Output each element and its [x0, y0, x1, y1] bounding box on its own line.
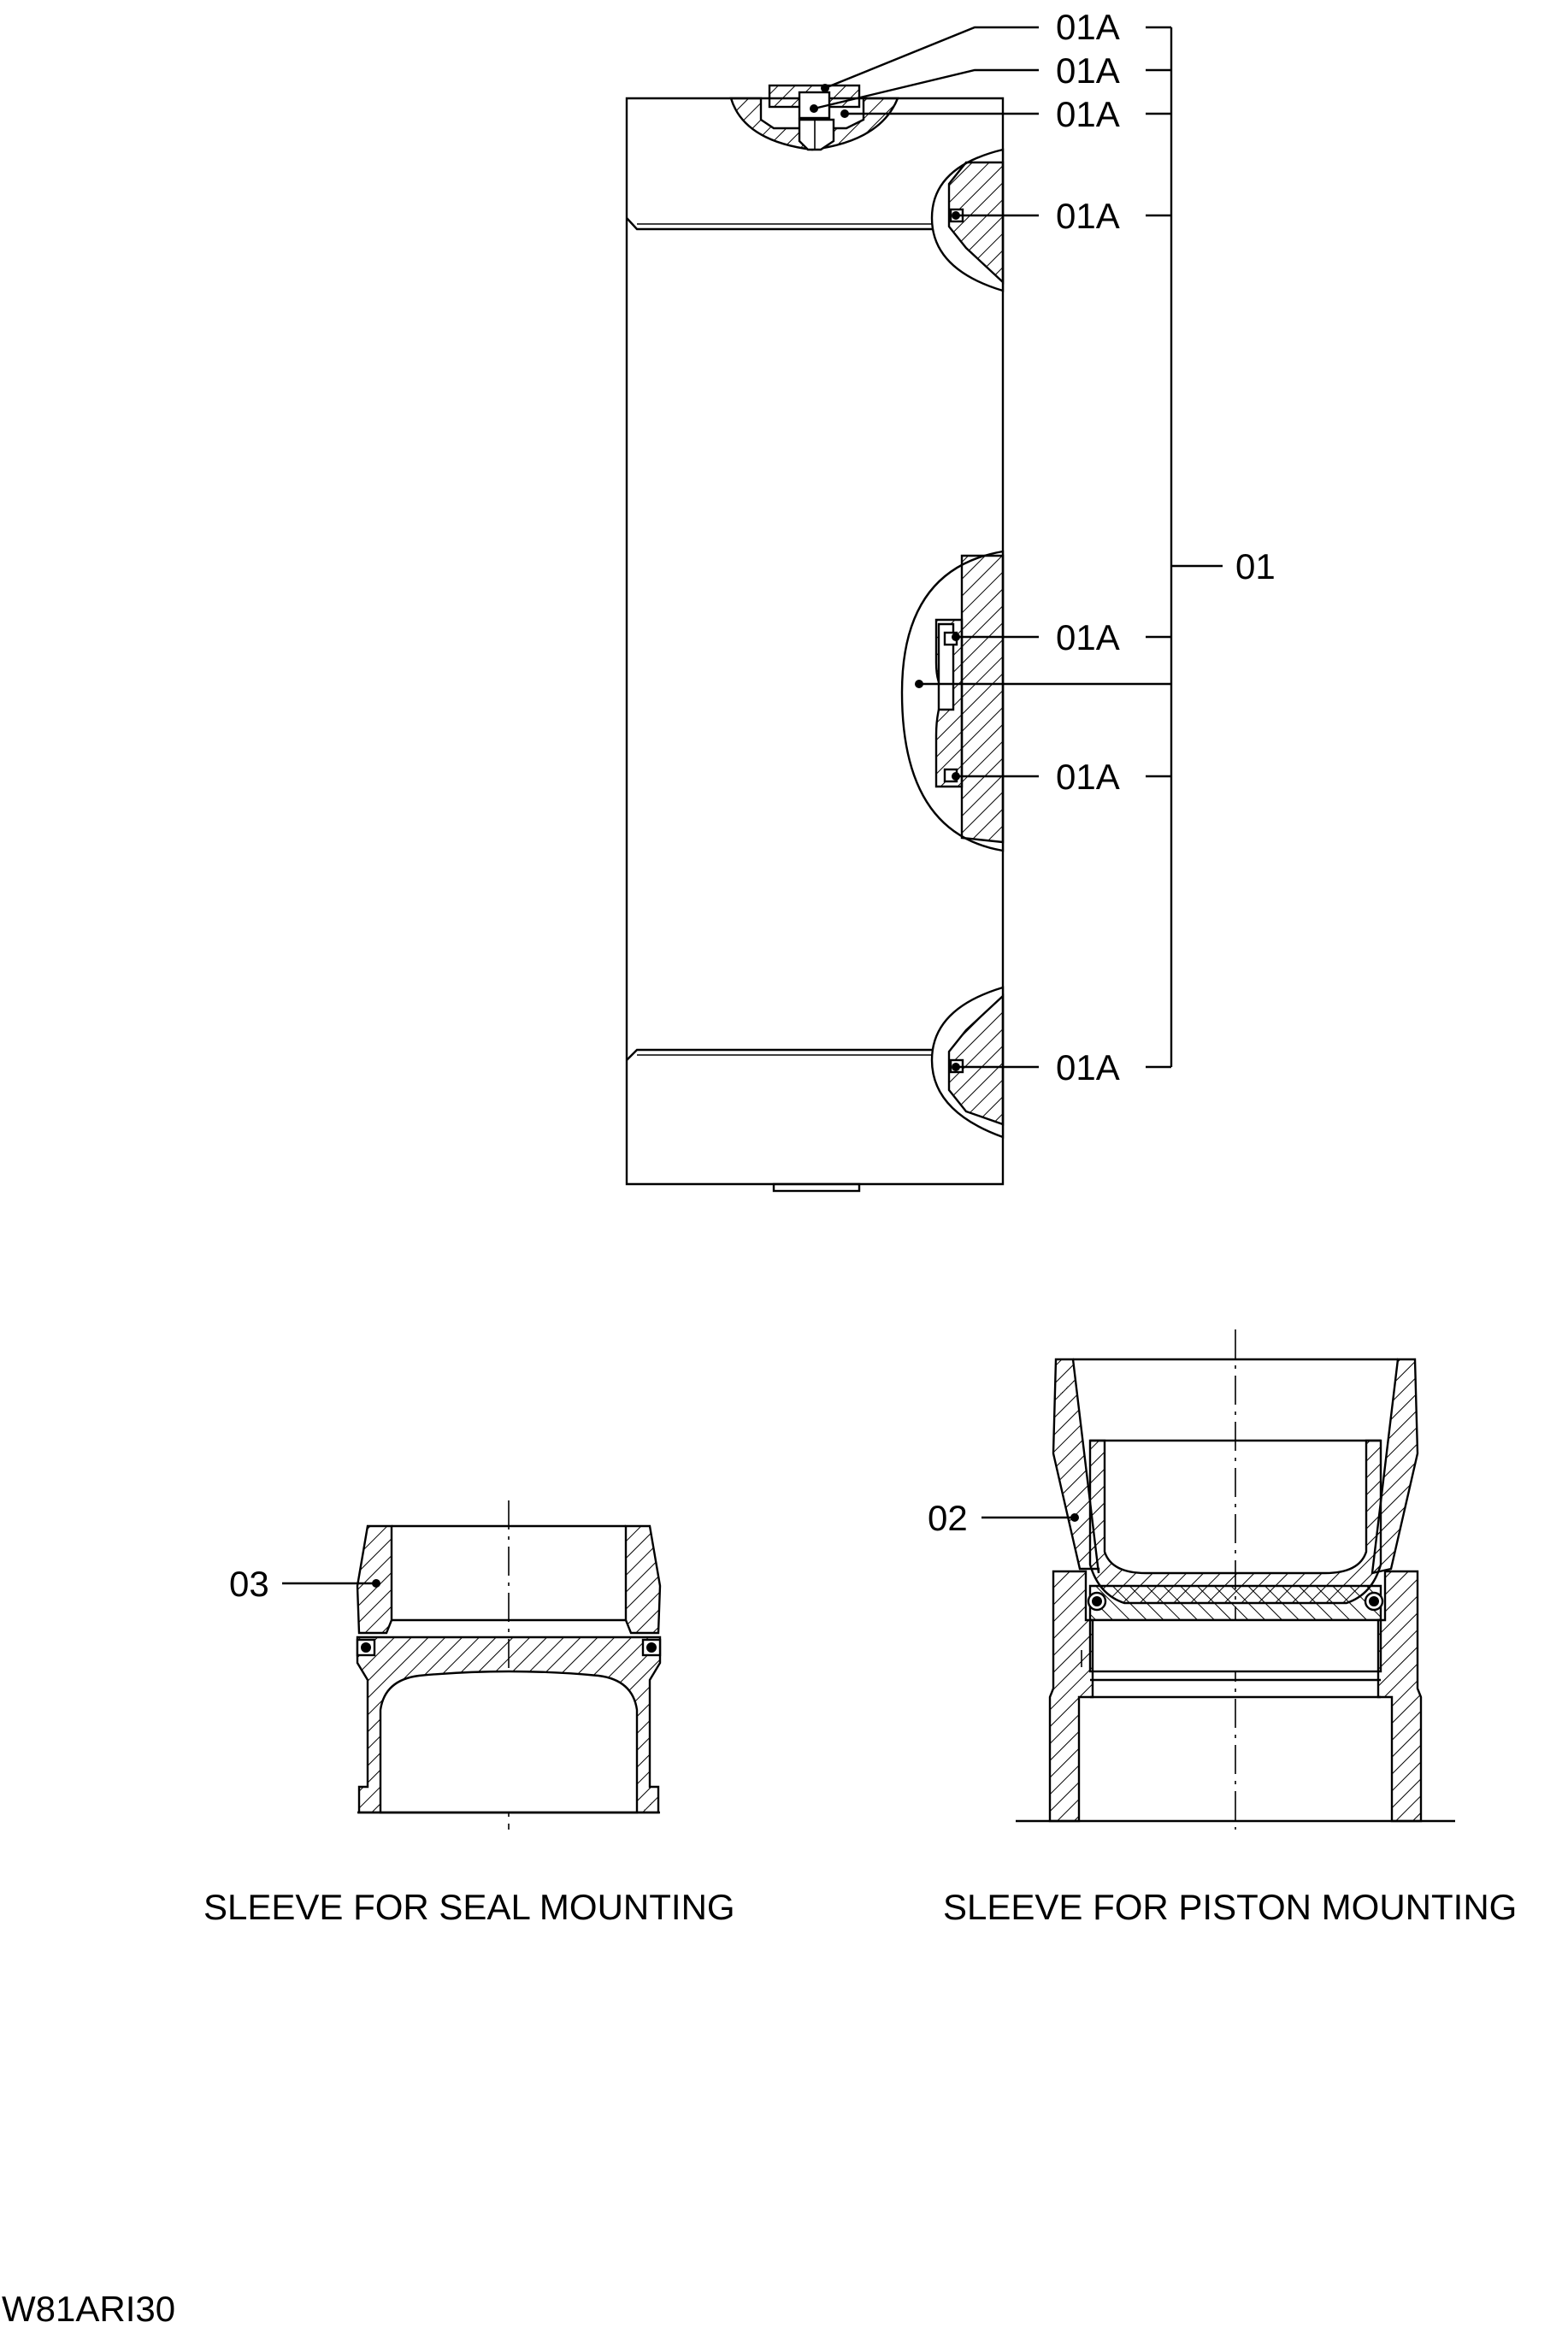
caption-seal-sleeve: SLEEVE FOR SEAL MOUNTING — [203, 1887, 735, 1927]
piston-sleeve-view: 02 SLEEVE FOR PISTON MOUNTING — [928, 1329, 1517, 1927]
top-fitting-section — [729, 84, 899, 151]
label-01a-7: 01A — [1056, 1047, 1120, 1087]
label-01a-6: 01A — [1056, 757, 1120, 797]
label-03: 03 — [229, 1564, 269, 1604]
lower-side-section — [930, 986, 1005, 1139]
label-01: 01 — [1235, 546, 1276, 586]
label-01a-1: 01A — [1056, 7, 1120, 47]
seal-sleeve-view: 03 SLEEVE FOR SEAL MOUNTING — [203, 1500, 735, 1927]
drawing-code: W81ARI30 — [2, 2289, 175, 2329]
label-01a-3: 01A — [1056, 94, 1120, 134]
label-01a-2: 01A — [1056, 50, 1120, 91]
upper-side-section — [930, 148, 1005, 292]
label-01a-4: 01A — [1056, 196, 1120, 236]
caption-piston-sleeve: SLEEVE FOR PISTON MOUNTING — [943, 1887, 1517, 1927]
main-cylinder-view: 01A 01A 01A 01A 01A 01A 01A 01 — [625, 7, 1276, 1193]
label-02: 02 — [928, 1498, 968, 1538]
label-01a-5: 01A — [1056, 617, 1120, 657]
middle-side-section — [900, 550, 1005, 852]
